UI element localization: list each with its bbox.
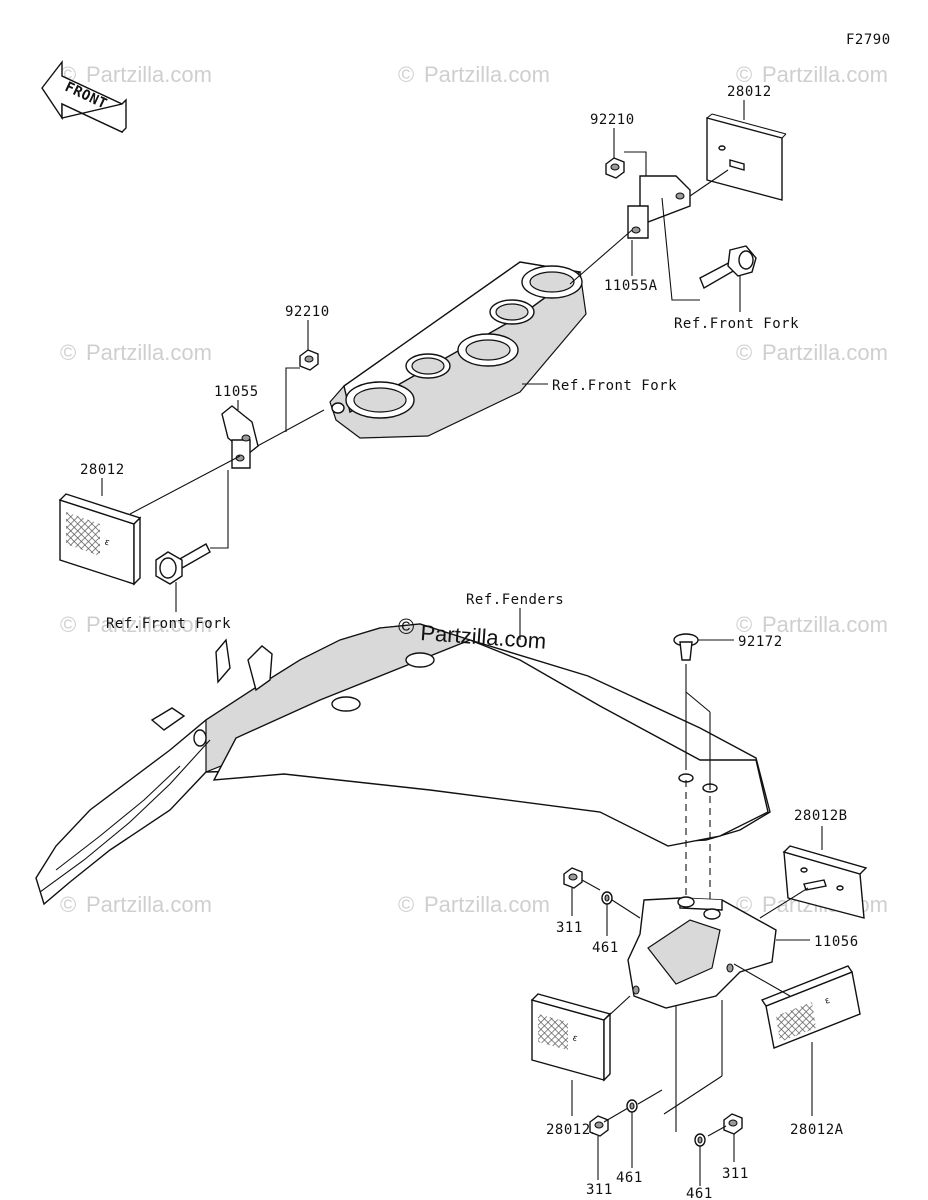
watermark-6: © Partzilla.com <box>736 340 888 365</box>
svg-text:ε: ε <box>571 1033 579 1044</box>
watermark-symbol: © <box>398 62 414 87</box>
label-28012a: 28012A <box>790 1122 844 1138</box>
label-11055: 11055 <box>214 384 259 400</box>
label-311-a: 311 <box>556 920 583 936</box>
label-92210-left: 92210 <box>285 304 330 320</box>
nut-92210-left <box>299 349 319 371</box>
label-28012b-left: 28012B <box>546 1122 600 1138</box>
label-11055a: 11055A <box>604 278 658 294</box>
watermark-7: © Partzilla.com <box>60 612 212 637</box>
triple-clamp <box>329 261 587 439</box>
ref-front-fork-right: Ref.Front Fork <box>674 316 799 332</box>
watermark-symbol: © <box>60 340 76 365</box>
front-direction-arrow-icon: FRONT <box>41 59 127 134</box>
watermark-text: Partzilla.com <box>86 62 212 87</box>
reflector-rear-left: ε <box>530 993 612 1082</box>
ref-front-fork-middle: Ref.Front Fork <box>552 378 677 394</box>
label-92210-top: 92210 <box>590 112 635 128</box>
watermark-8: © Partzilla.com <box>736 612 888 637</box>
label-28012b-right: 28012B <box>794 808 848 824</box>
watermark-symbol: © <box>60 612 76 637</box>
label-461-c: 461 <box>686 1186 713 1200</box>
watermark-3: © Partzilla.com <box>736 62 888 87</box>
watermark-symbol: © <box>736 340 752 365</box>
reflector-rear-right <box>782 845 868 919</box>
watermark-4: © Partzilla.com <box>60 340 212 365</box>
bracket-11055 <box>221 405 259 469</box>
nut-311-c <box>723 1113 743 1135</box>
watermark-text: Partzilla.com <box>762 340 888 365</box>
rear-fender <box>35 623 771 906</box>
nut-311-a <box>563 867 583 889</box>
nut-311-b <box>589 1115 609 1137</box>
watermark-10: © Partzilla.com <box>398 892 550 917</box>
watermark-text: Partzilla.com <box>424 62 550 87</box>
svg-text:ε: ε <box>103 537 111 548</box>
svg-text:ε: ε <box>824 996 832 1007</box>
screw-92172 <box>673 633 699 661</box>
watermark-symbol: © <box>736 612 752 637</box>
bracket-11056 <box>627 896 777 1009</box>
washer-461-c <box>694 1133 706 1147</box>
label-461-a: 461 <box>592 940 619 956</box>
ref-front-fork-left: Ref.Front Fork <box>106 616 231 632</box>
watermark-symbol: © <box>60 892 76 917</box>
bolt-right <box>699 245 757 290</box>
watermark-text: Partzilla.com <box>86 612 212 637</box>
figure-code: F2790 <box>846 32 891 48</box>
watermark-symbol: © <box>736 62 752 87</box>
label-311-c: 311 <box>722 1166 749 1182</box>
watermark-text: Partzilla.com <box>86 340 212 365</box>
watermark-text: Partzilla.com <box>762 612 888 637</box>
bolt-left <box>155 543 211 585</box>
watermark-text: Partzilla.com <box>762 62 888 87</box>
label-11056: 11056 <box>814 934 859 950</box>
label-92172: 92172 <box>738 634 783 650</box>
washer-461-b <box>626 1099 638 1113</box>
watermark-text: Partzilla.com <box>86 892 212 917</box>
label-28012-top: 28012 <box>727 84 772 100</box>
label-461-b: 461 <box>616 1170 643 1186</box>
watermark-text: Partzilla.com <box>424 892 550 917</box>
watermark-1: ©Partzilla.com <box>60 62 212 87</box>
reflector-left: ε <box>58 493 142 586</box>
watermark-symbol: © <box>398 892 414 917</box>
nut-92210-top <box>605 157 625 179</box>
watermark-2: © Partzilla.com <box>398 62 550 87</box>
reflector-top-right <box>706 113 787 201</box>
label-311-b: 311 <box>586 1182 613 1198</box>
brand-symbol: © <box>398 614 414 639</box>
label-28012-left: 28012 <box>80 462 125 478</box>
watermark-9: © Partzilla.com <box>60 892 212 917</box>
ref-fenders: Ref.Fenders <box>466 592 564 608</box>
reflector-rear-a: ε <box>760 965 861 1049</box>
washer-461-a <box>601 891 613 905</box>
bracket-11055a <box>627 175 691 239</box>
